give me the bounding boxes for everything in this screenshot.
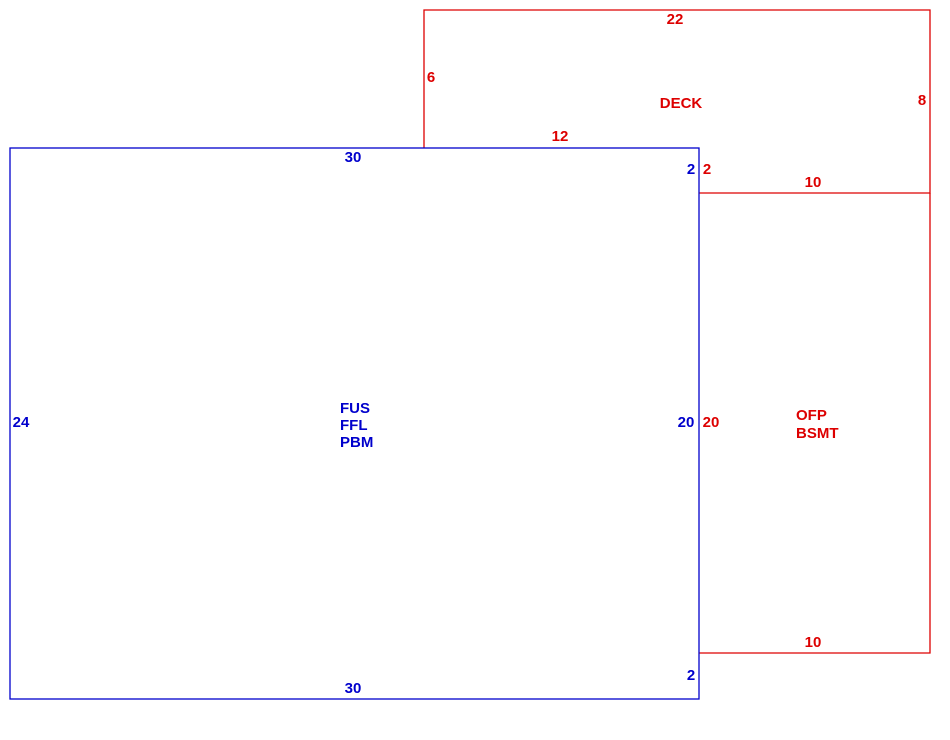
- main-top-right-jog-dimension: 2: [687, 161, 695, 178]
- ffl-code: FFL: [340, 417, 368, 434]
- deck-jog-dimension: 2: [703, 161, 711, 178]
- addition-labels: 22 6 8 DECK 12 2 10 20 OFP BSMT 10: [427, 11, 926, 651]
- ofp-bsmt-outline: [699, 193, 931, 654]
- main-right-dimension: 20: [678, 414, 695, 431]
- ofp-code: OFP: [796, 407, 827, 424]
- deck-left-dimension: 6: [427, 69, 435, 86]
- fus-code: FUS: [340, 400, 370, 417]
- main-left-dimension: 24: [13, 414, 30, 431]
- main-top-dimension: 30: [345, 149, 362, 166]
- deck-outline: [423, 9, 931, 194]
- ofp-bsmt-left-dimension: 20: [703, 414, 720, 431]
- deck-top-dimension: 22: [667, 11, 684, 28]
- deck-right-dimension: 8: [918, 92, 926, 109]
- main-area-outline: [9, 147, 700, 700]
- main-area-labels: 30 2 24 FUS FFL PBM 20 2 30: [13, 149, 696, 697]
- deck-label: DECK: [660, 95, 703, 112]
- main-bottom-right-jog-dimension: 2: [687, 667, 695, 684]
- bsmt-code: BSMT: [796, 425, 839, 442]
- main-bottom-dimension: 30: [345, 680, 362, 697]
- deck-bottom-left-dimension: 12: [552, 128, 569, 145]
- addition-outlines: [423, 9, 931, 654]
- pbm-code: PBM: [340, 434, 373, 451]
- ofp-bsmt-bottom-dimension: 10: [805, 634, 822, 651]
- deck-bottom-right-dimension: 10: [805, 174, 822, 191]
